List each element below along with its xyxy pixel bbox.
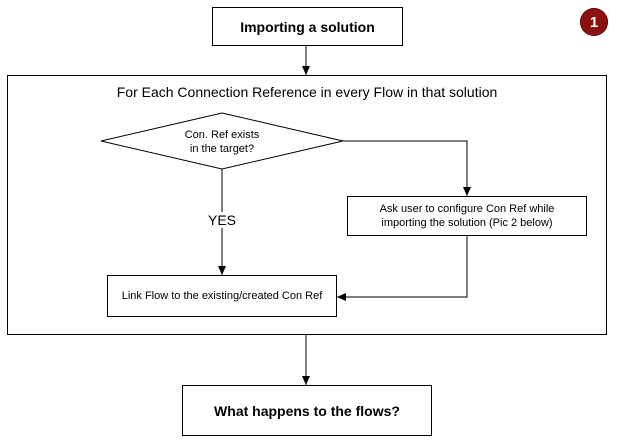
end-node: What happens to the flows? — [182, 385, 432, 436]
ask-user-line2: importing the solution (Pic 2 below) — [381, 217, 553, 229]
link-flow-label: Link Flow to the existing/created Con Re… — [121, 290, 323, 302]
ask-user-line1: Ask user to configure Con Ref while — [379, 203, 555, 215]
loop-container — [7, 75, 607, 335]
edge-decision-to-ask — [343, 140, 471, 196]
start-node-label: Importing a solution — [240, 18, 375, 35]
decision-label-line1: Con. Ref exists — [184, 129, 260, 141]
yes-label: YES — [206, 212, 239, 228]
ask-user-node: Ask user to configure Con Ref while impo… — [347, 196, 587, 236]
loop-container-title: For Each Connection Reference in every F… — [116, 84, 498, 100]
end-node-label: What happens to the flows? — [214, 402, 400, 419]
decision-label-line2: in the target? — [189, 143, 255, 155]
decision-label: Con. Ref exists in the target? — [142, 128, 302, 156]
link-flow-node: Link Flow to the existing/created Con Re… — [107, 275, 337, 317]
number-badge: 1 — [580, 8, 608, 36]
start-node: Importing a solution — [212, 7, 403, 46]
edge-ask-to-link — [337, 236, 468, 301]
